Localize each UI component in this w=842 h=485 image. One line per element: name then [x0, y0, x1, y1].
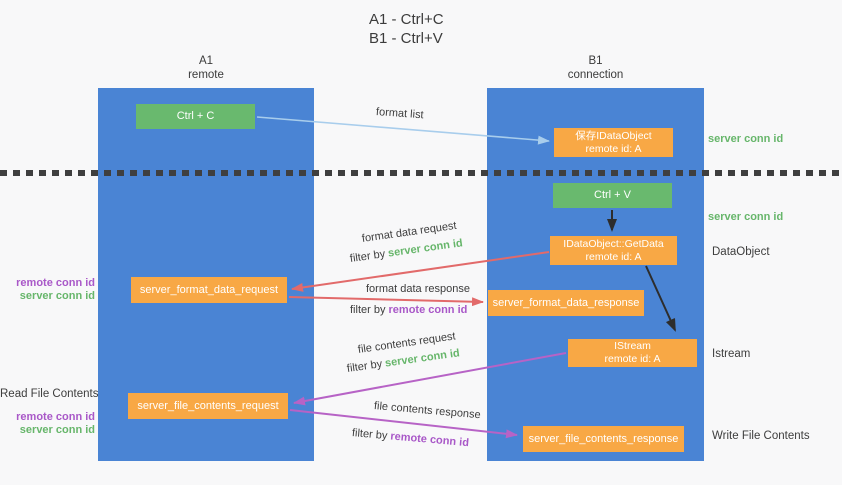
remote-conn-id-key: remote conn id	[388, 304, 468, 316]
node-save-idataobject-line2: remote id: A	[585, 142, 642, 155]
lane-b-title: B1	[588, 55, 603, 67]
node-file-request-label: server_file_contents_request	[137, 399, 279, 412]
node-ctrl-c-label: Ctrl + C	[176, 110, 215, 122]
node-save-idataobject: 保存IDataObject remote id: A	[554, 128, 673, 157]
filter-by-text: filter by	[351, 427, 391, 443]
node-server-format-data-response: server_format_data_response	[488, 290, 644, 316]
node-ctrl-c: Ctrl + C	[136, 104, 255, 129]
side-label-server-conn-id-left-1: server conn id	[19, 290, 95, 302]
filter-by-text: filter by	[350, 304, 389, 316]
node-server-format-data-request: server_format_data_request	[131, 277, 287, 303]
lane-b-subtitle: connection	[567, 69, 624, 81]
title-line-2: B1 - Ctrl+V	[369, 30, 443, 47]
label-file-contents-response: file contents response	[373, 400, 482, 422]
label-format-data-response-filter: filter by remote conn id	[350, 304, 467, 316]
node-server-file-contents-request: server_file_contents_request	[128, 393, 288, 419]
side-label-server-conn-id-top: server conn id	[708, 133, 784, 145]
side-label-istream: Istream	[712, 348, 751, 360]
side-label-server-conn-id-left-2: server conn id	[19, 424, 95, 436]
side-label-server-conn-id-mid: server conn id	[708, 211, 784, 223]
section-divider-dotted-line	[0, 170, 842, 176]
node-ctrl-v-label: Ctrl + V	[594, 189, 631, 201]
side-label-remote-conn-id-2: remote conn id	[16, 411, 95, 423]
node-format-request-label: server_format_data_request	[139, 283, 279, 296]
node-ctrl-v: Ctrl + V	[553, 183, 672, 208]
node-file-response-label: server_file_contents_response	[528, 432, 679, 445]
filter-by-text: filter by	[346, 357, 386, 375]
side-label-dataobject: DataObject	[712, 246, 770, 258]
node-server-file-contents-response: server_file_contents_response	[523, 426, 684, 452]
node-istream: IStream remote id: A	[568, 339, 697, 367]
lane-a-title: A1	[198, 55, 214, 67]
side-label-read-file-contents: Read File Contents	[0, 388, 99, 400]
node-format-response-label: server_format_data_response	[492, 296, 640, 309]
lane-b-header: B1 connection	[487, 54, 704, 82]
side-label-remote-conn-id-1: remote conn id	[16, 277, 95, 289]
title-line-1: A1 - Ctrl+C	[369, 11, 444, 28]
node-istream-line2: remote id: A	[604, 353, 661, 365]
label-format-list: format list	[375, 106, 424, 122]
node-idataobject-getdata: IDataObject::GetData remote id: A	[550, 236, 677, 265]
remote-conn-id-key: remote conn id	[389, 430, 470, 450]
node-istream-line1: IStream	[614, 340, 651, 352]
node-getdata-line1: IDataObject::GetData	[563, 237, 664, 250]
side-label-write-file-contents: Write File Contents	[712, 430, 810, 442]
label-format-data-response: format data response	[366, 283, 470, 295]
node-getdata-line2: remote id: A	[585, 250, 642, 263]
diagram-title: A1 - Ctrl+C B1 - Ctrl+V	[369, 10, 444, 48]
lane-a-subtitle: remote	[188, 69, 224, 81]
filter-by-text: filter by	[349, 247, 389, 265]
lane-a-header: A1 remote	[98, 54, 314, 82]
label-file-contents-response-filter: filter by remote conn id	[351, 427, 469, 449]
server-conn-id-key: server conn id	[387, 237, 464, 260]
node-save-idataobject-line1: 保存IDataObject	[575, 129, 652, 142]
arrow-format-data-response	[288, 296, 484, 307]
